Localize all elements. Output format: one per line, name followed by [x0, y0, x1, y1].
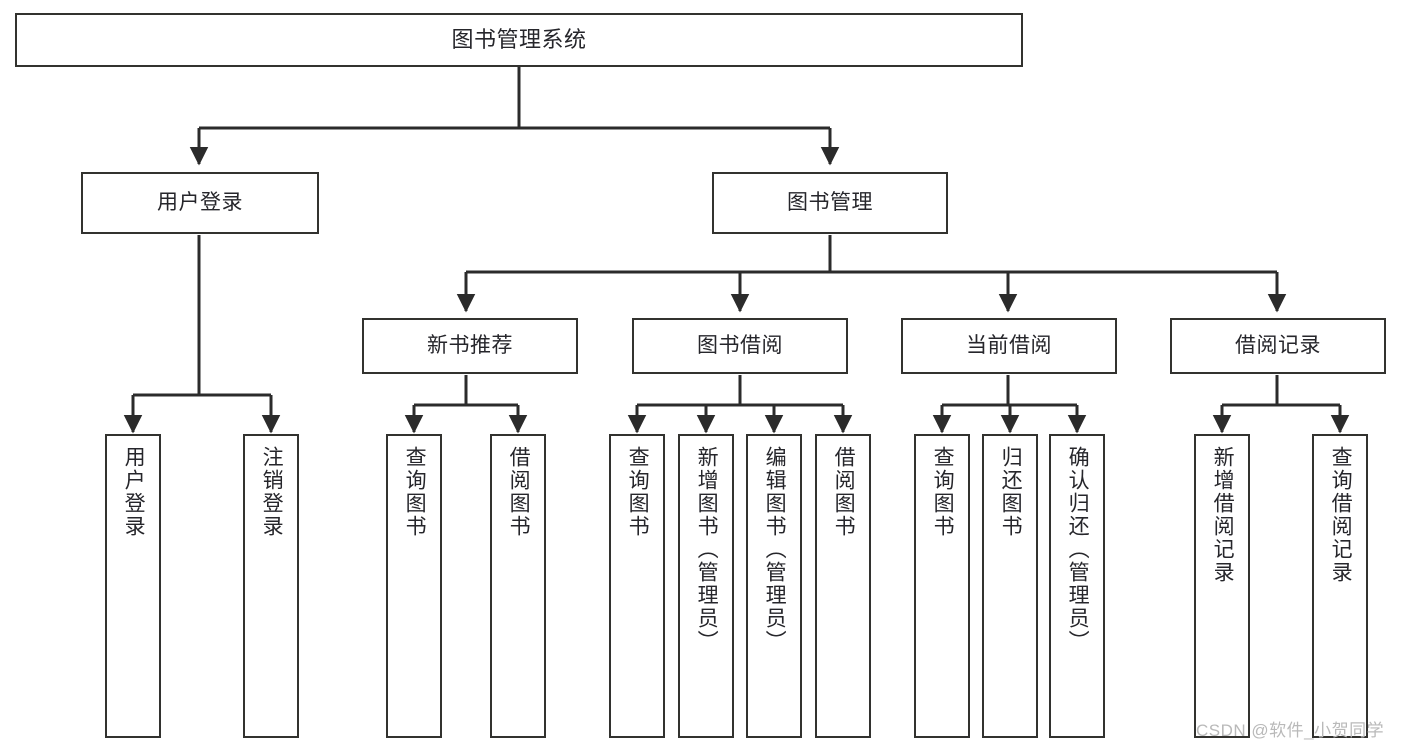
node-label: 编辑图书（管理员）	[763, 446, 787, 653]
leaf-book-borrow-borrow-book[interactable]: 借阅图书	[815, 434, 871, 738]
node-label: 查询借阅记录	[1329, 446, 1353, 584]
node-label: 当前借阅	[966, 333, 1052, 357]
leaf-current-borrow-confirm-return-admin[interactable]: 确认归还（管理员）	[1049, 434, 1105, 738]
node-book-management[interactable]: 图书管理	[712, 172, 948, 234]
leaf-borrow-record-query-record[interactable]: 查询借阅记录	[1312, 434, 1368, 738]
node-label: 确认归还（管理员）	[1066, 446, 1090, 653]
node-label: 新增借阅记录	[1211, 446, 1235, 584]
node-label: 用户登录	[122, 446, 146, 538]
node-label: 注销登录	[260, 446, 284, 538]
node-label: 归还图书	[999, 446, 1023, 538]
node-label: 图书管理系统	[451, 27, 587, 53]
node-label: 借阅记录	[1235, 333, 1321, 357]
node-label: 新增图书（管理员）	[695, 446, 719, 653]
node-book-borrow[interactable]: 图书借阅	[632, 318, 848, 374]
leaf-current-borrow-query-book[interactable]: 查询图书	[914, 434, 970, 738]
watermark-text: CSDN @软件_小贺同学	[1196, 721, 1385, 740]
node-label: 图书管理	[787, 190, 873, 214]
node-label: 用户登录	[157, 190, 243, 214]
node-label: 借阅图书	[507, 446, 531, 538]
leaf-book-borrow-add-book-admin[interactable]: 新增图书（管理员）	[678, 434, 734, 738]
node-current-borrow[interactable]: 当前借阅	[901, 318, 1117, 374]
node-label: 借阅图书	[832, 446, 856, 538]
leaf-book-borrow-query-book[interactable]: 查询图书	[609, 434, 665, 738]
leaf-user-login-login[interactable]: 用户登录	[105, 434, 161, 738]
node-root-book-management-system[interactable]: 图书管理系统	[15, 13, 1023, 67]
node-new-book-recommend[interactable]: 新书推荐	[362, 318, 578, 374]
leaf-current-borrow-return-book[interactable]: 归还图书	[982, 434, 1038, 738]
node-label: 查询图书	[626, 446, 650, 538]
node-label: 新书推荐	[427, 333, 513, 357]
node-user-login[interactable]: 用户登录	[81, 172, 319, 234]
leaf-user-login-logout[interactable]: 注销登录	[243, 434, 299, 738]
leaf-book-borrow-edit-book-admin[interactable]: 编辑图书（管理员）	[746, 434, 802, 738]
node-label: 查询图书	[931, 446, 955, 538]
node-borrow-record[interactable]: 借阅记录	[1170, 318, 1386, 374]
leaf-borrow-record-add-record[interactable]: 新增借阅记录	[1194, 434, 1250, 738]
node-label: 图书借阅	[697, 333, 783, 357]
leaf-new-book-borrow-book[interactable]: 借阅图书	[490, 434, 546, 738]
node-label: 查询图书	[403, 446, 427, 538]
leaf-new-book-query-book[interactable]: 查询图书	[386, 434, 442, 738]
